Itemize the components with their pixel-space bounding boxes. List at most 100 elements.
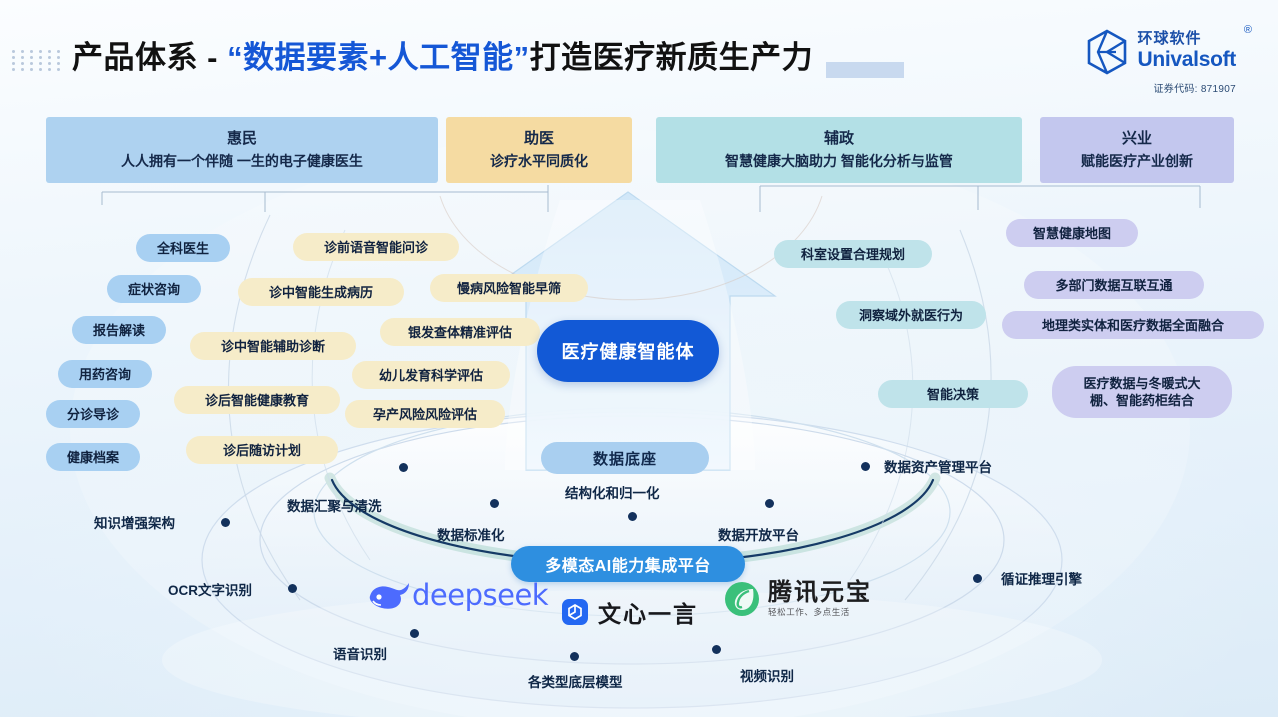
banner-title: 辅政 bbox=[823, 130, 854, 147]
ring-node-dot-4 bbox=[765, 499, 774, 508]
ring-label-4: 数据开放平台 bbox=[718, 524, 799, 544]
banner-2[interactable]: 助医诊疗水平同质化 bbox=[446, 117, 632, 183]
tag-label-line2: 棚、智能药柜结合 bbox=[1089, 393, 1194, 408]
univalsoft-cube-icon bbox=[1088, 29, 1127, 75]
tag-label: 幼儿发育科学评估 bbox=[378, 367, 483, 383]
brand-tencent-yuanbao: 腾讯元宝 轻松工作、多点生活 bbox=[723, 580, 872, 618]
banner-1[interactable]: 惠民人人拥有一个伴随 一生的电子健康医生 bbox=[46, 117, 438, 183]
deepseek-wordmark: deepseek bbox=[412, 578, 549, 612]
tag-purple-3[interactable]: 地理类实体和医疗数据全面融合 bbox=[1002, 311, 1264, 339]
ring-label-text: 结构化和归一化 bbox=[565, 486, 660, 501]
ring-label-3: 结构化和归一化 bbox=[565, 482, 660, 502]
tag-label: 报告解读 bbox=[92, 322, 145, 338]
tag-label: 智能决策 bbox=[926, 386, 979, 402]
ring-node-dot-3 bbox=[628, 512, 637, 521]
tag-teal-3[interactable]: 智能决策 bbox=[878, 380, 1028, 408]
banner-title: 惠民 bbox=[226, 130, 257, 147]
tag-blue-2[interactable]: 症状咨询 bbox=[107, 275, 201, 303]
tag-yellow-7[interactable]: 银发查体精准评估 bbox=[380, 318, 540, 346]
ring-label-text: 数据标准化 bbox=[437, 528, 505, 543]
banner-subtitle: 诊疗水平同质化 bbox=[490, 153, 588, 169]
yuanbao-tagline: 轻松工作、多点生活 bbox=[768, 607, 850, 617]
decorative-dots bbox=[12, 50, 64, 72]
tag-label: 诊中智能辅助诊断 bbox=[220, 338, 325, 354]
tag-blue-4[interactable]: 用药咨询 bbox=[58, 360, 152, 388]
tag-label: 症状咨询 bbox=[127, 281, 180, 297]
banner-4[interactable]: 兴业赋能医疗产业创新 bbox=[1040, 117, 1234, 183]
tag-label: 健康档案 bbox=[66, 449, 119, 465]
multimodal-platform-label: 多模态AI能力集成平台 bbox=[545, 558, 711, 575]
company-logo: 环球软件 Univalsoft ® bbox=[1084, 24, 1252, 76]
banner-title: 兴业 bbox=[1121, 130, 1152, 147]
tag-purple-2[interactable]: 多部门数据互联互通 bbox=[1024, 271, 1204, 299]
ring-label-text: 知识增强架构 bbox=[94, 516, 175, 531]
tag-yellow-3[interactable]: 诊中智能辅助诊断 bbox=[190, 332, 356, 360]
stock-code: 证券代码: 871907 bbox=[1153, 84, 1236, 95]
ring-label-2: 数据标准化 bbox=[437, 524, 505, 544]
ring-node-dot-10 bbox=[712, 645, 721, 654]
tag-blue-1[interactable]: 全科医生 bbox=[136, 234, 230, 262]
ring-label-text: 数据开放平台 bbox=[718, 528, 799, 543]
ring-label-text: 视频识别 bbox=[740, 669, 794, 684]
page-title: 产品体系 - “数据要素+人工智能”打造医疗新质生产力 bbox=[72, 36, 813, 80]
tag-label: 诊后智能健康教育 bbox=[204, 392, 309, 408]
tag-yellow-5[interactable]: 诊后随访计划 bbox=[186, 436, 338, 464]
tag-yellow-4[interactable]: 诊后智能健康教育 bbox=[174, 386, 340, 414]
yuanbao-wordmark: 腾讯元宝 bbox=[768, 579, 872, 606]
tag-teal-1[interactable]: 科室设置合理规划 bbox=[774, 240, 932, 268]
tag-label: 诊后随访计划 bbox=[222, 442, 301, 458]
ring-node-dot-9 bbox=[570, 652, 579, 661]
tag-label: 用药咨询 bbox=[78, 366, 131, 382]
tag-yellow-6[interactable]: 慢病风险智能早筛 bbox=[430, 274, 588, 302]
ring-label-7: OCR文字识别 bbox=[168, 579, 252, 599]
tag-blue-6[interactable]: 健康档案 bbox=[46, 443, 140, 471]
ring-label-text: 循证推理引擎 bbox=[1001, 572, 1082, 587]
ring-label-text: 语音识别 bbox=[333, 647, 387, 662]
core-node[interactable]: 医疗健康智能体 bbox=[537, 320, 719, 382]
tag-teal-2[interactable]: 洞察域外就医行为 bbox=[836, 301, 986, 329]
ring-node-dot-11 bbox=[973, 574, 982, 583]
wenxin-wordmark: 文心一言 bbox=[598, 601, 698, 627]
ring-label-9: 各类型底层模型 bbox=[528, 671, 623, 691]
multimodal-platform-pill[interactable]: 多模态AI能力集成平台 bbox=[511, 546, 745, 582]
core-node-label: 医疗健康智能体 bbox=[561, 342, 695, 362]
ring-node-dot-2 bbox=[490, 499, 499, 508]
tag-yellow-1[interactable]: 诊前语音智能问诊 bbox=[293, 233, 459, 261]
tag-label: 科室设置合理规划 bbox=[800, 246, 905, 262]
tag-purple-1[interactable]: 智慧健康地图 bbox=[1006, 219, 1138, 247]
ring-label-5: 数据资产管理平台 bbox=[884, 456, 992, 476]
ring-label-8: 语音识别 bbox=[333, 643, 387, 663]
registered-mark-icon: ® bbox=[1243, 24, 1252, 36]
ring-label-1: 数据汇聚与清洗 bbox=[287, 495, 382, 515]
tag-label: 银发查体精准评估 bbox=[407, 324, 512, 340]
logo-english-name: Univalsoft bbox=[1137, 48, 1236, 71]
tag-yellow-8[interactable]: 幼儿发育科学评估 bbox=[352, 361, 510, 389]
tag-purple-4[interactable]: 医疗数据与冬暖式大棚、智能药柜结合 bbox=[1052, 366, 1232, 418]
banner-subtitle: 人人拥有一个伴随 一生的电子健康医生 bbox=[121, 153, 363, 169]
tag-label: 诊前语音智能问诊 bbox=[323, 239, 428, 255]
banner-3[interactable]: 辅政智慧健康大脑助力 智能化分析与监管 bbox=[656, 117, 1022, 183]
banner-title: 助医 bbox=[523, 130, 554, 147]
banner-subtitle: 赋能医疗产业创新 bbox=[1081, 153, 1193, 169]
tag-blue-5[interactable]: 分诊导诊 bbox=[46, 400, 140, 428]
data-base-pill[interactable]: 数据底座 bbox=[541, 442, 709, 474]
tag-blue-3[interactable]: 报告解读 bbox=[72, 316, 166, 344]
tag-label: 诊中智能生成病历 bbox=[268, 284, 373, 300]
title-underline bbox=[826, 62, 904, 78]
tag-yellow-9[interactable]: 孕产风险风险评估 bbox=[345, 400, 505, 428]
ring-label-11: 循证推理引擎 bbox=[1001, 568, 1082, 588]
brand-wenxin: 文心一言 bbox=[560, 595, 698, 629]
tag-label: 多部门数据互联互通 bbox=[1055, 277, 1173, 293]
brand-deepseek: deepseek bbox=[366, 578, 549, 612]
tag-label: 慢病风险智能早筛 bbox=[456, 280, 561, 296]
ring-node-dot-5 bbox=[861, 462, 870, 471]
tag-label: 地理类实体和医疗数据全面融合 bbox=[1041, 317, 1224, 333]
tag-label: 孕产风险风险评估 bbox=[372, 406, 477, 422]
ring-node-dot-1 bbox=[399, 463, 408, 472]
wenxin-hexagon-icon bbox=[562, 599, 588, 625]
tag-yellow-2[interactable]: 诊中智能生成病历 bbox=[238, 278, 404, 306]
page-title-part3: 打造医疗新质生产力 bbox=[529, 40, 814, 75]
ring-node-dot-8 bbox=[410, 629, 419, 638]
ring-node-dot-7 bbox=[288, 584, 297, 593]
